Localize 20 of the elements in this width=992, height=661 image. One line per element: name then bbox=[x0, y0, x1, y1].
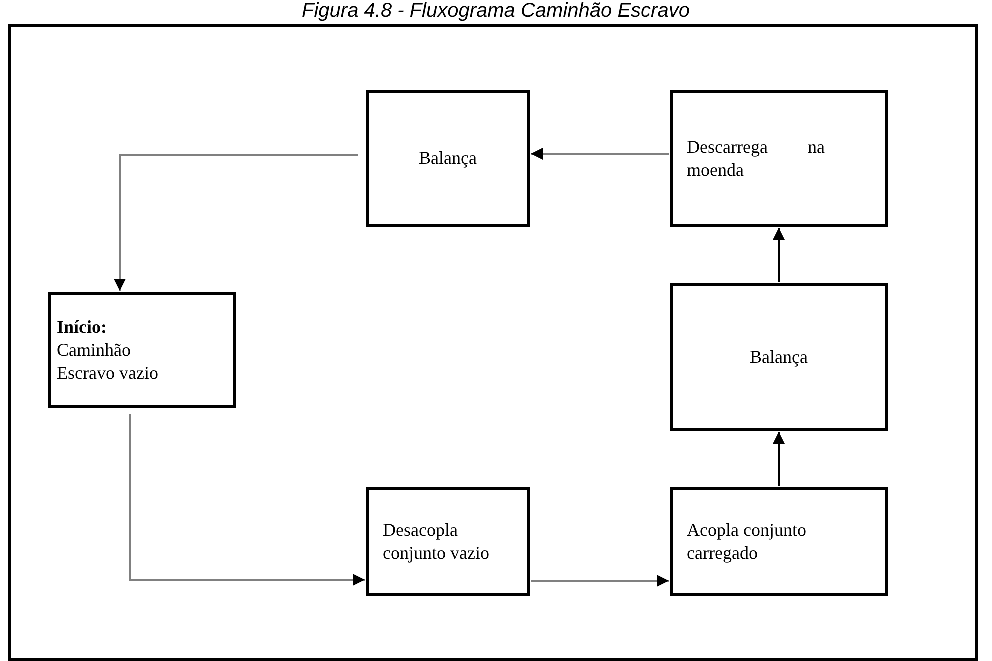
arrow bbox=[531, 148, 669, 160]
process-box bbox=[366, 487, 530, 596]
arrow bbox=[773, 228, 785, 282]
arrow bbox=[531, 575, 669, 587]
box-text: Caminhão Escravo vazio bbox=[57, 338, 160, 384]
arrow bbox=[129, 414, 365, 586]
box-text: Descarrega na moenda bbox=[687, 136, 825, 182]
box-text: Balança bbox=[749, 346, 809, 368]
arrow bbox=[773, 432, 785, 486]
figure-title: Figura 4.8 - Fluxograma Caminhão Escravo bbox=[301, 0, 691, 22]
arrow bbox=[114, 154, 358, 291]
box-text: Acopla conjunto carregado bbox=[687, 518, 808, 564]
box-text: Balança bbox=[418, 147, 478, 170]
process-box bbox=[670, 283, 888, 431]
box-heading: Início: bbox=[57, 316, 108, 338]
process-box bbox=[670, 487, 888, 596]
box-text: Desacopla conjunto vazio bbox=[383, 518, 490, 564]
process-box bbox=[366, 90, 530, 227]
process-box bbox=[48, 292, 236, 408]
process-box bbox=[670, 90, 888, 227]
